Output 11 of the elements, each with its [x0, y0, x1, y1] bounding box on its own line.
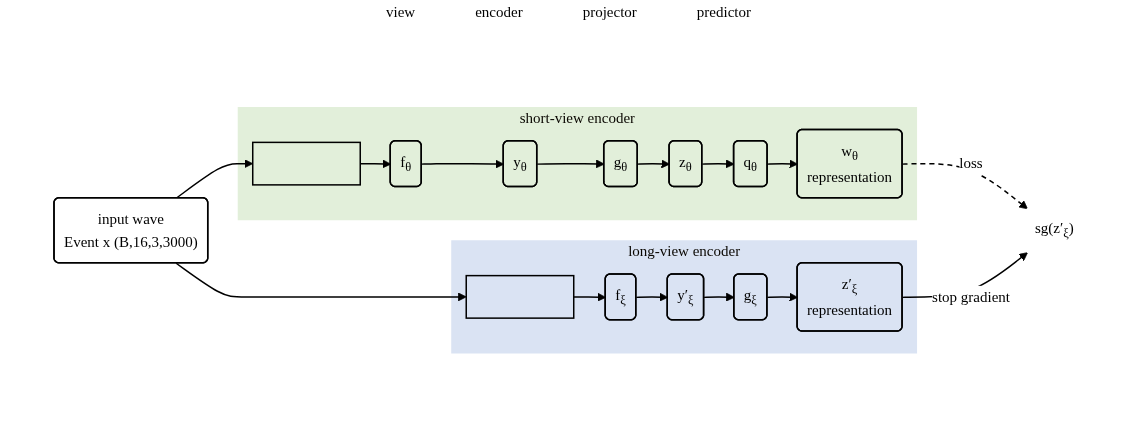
edge-label: loss	[958, 155, 983, 172]
node-text: sg(z′$_{ξ}$)	[1034, 220, 1074, 241]
arrow	[901, 162, 1028, 209]
column-heading: predictor	[696, 4, 751, 22]
column-heading: encoder	[475, 4, 523, 22]
column-heading: view	[386, 4, 416, 22]
node-box	[465, 274, 575, 319]
edge-label: stop gradient	[931, 288, 1010, 305]
arrow	[175, 159, 253, 199]
node-box	[251, 141, 361, 186]
column-heading: projector	[582, 4, 637, 22]
